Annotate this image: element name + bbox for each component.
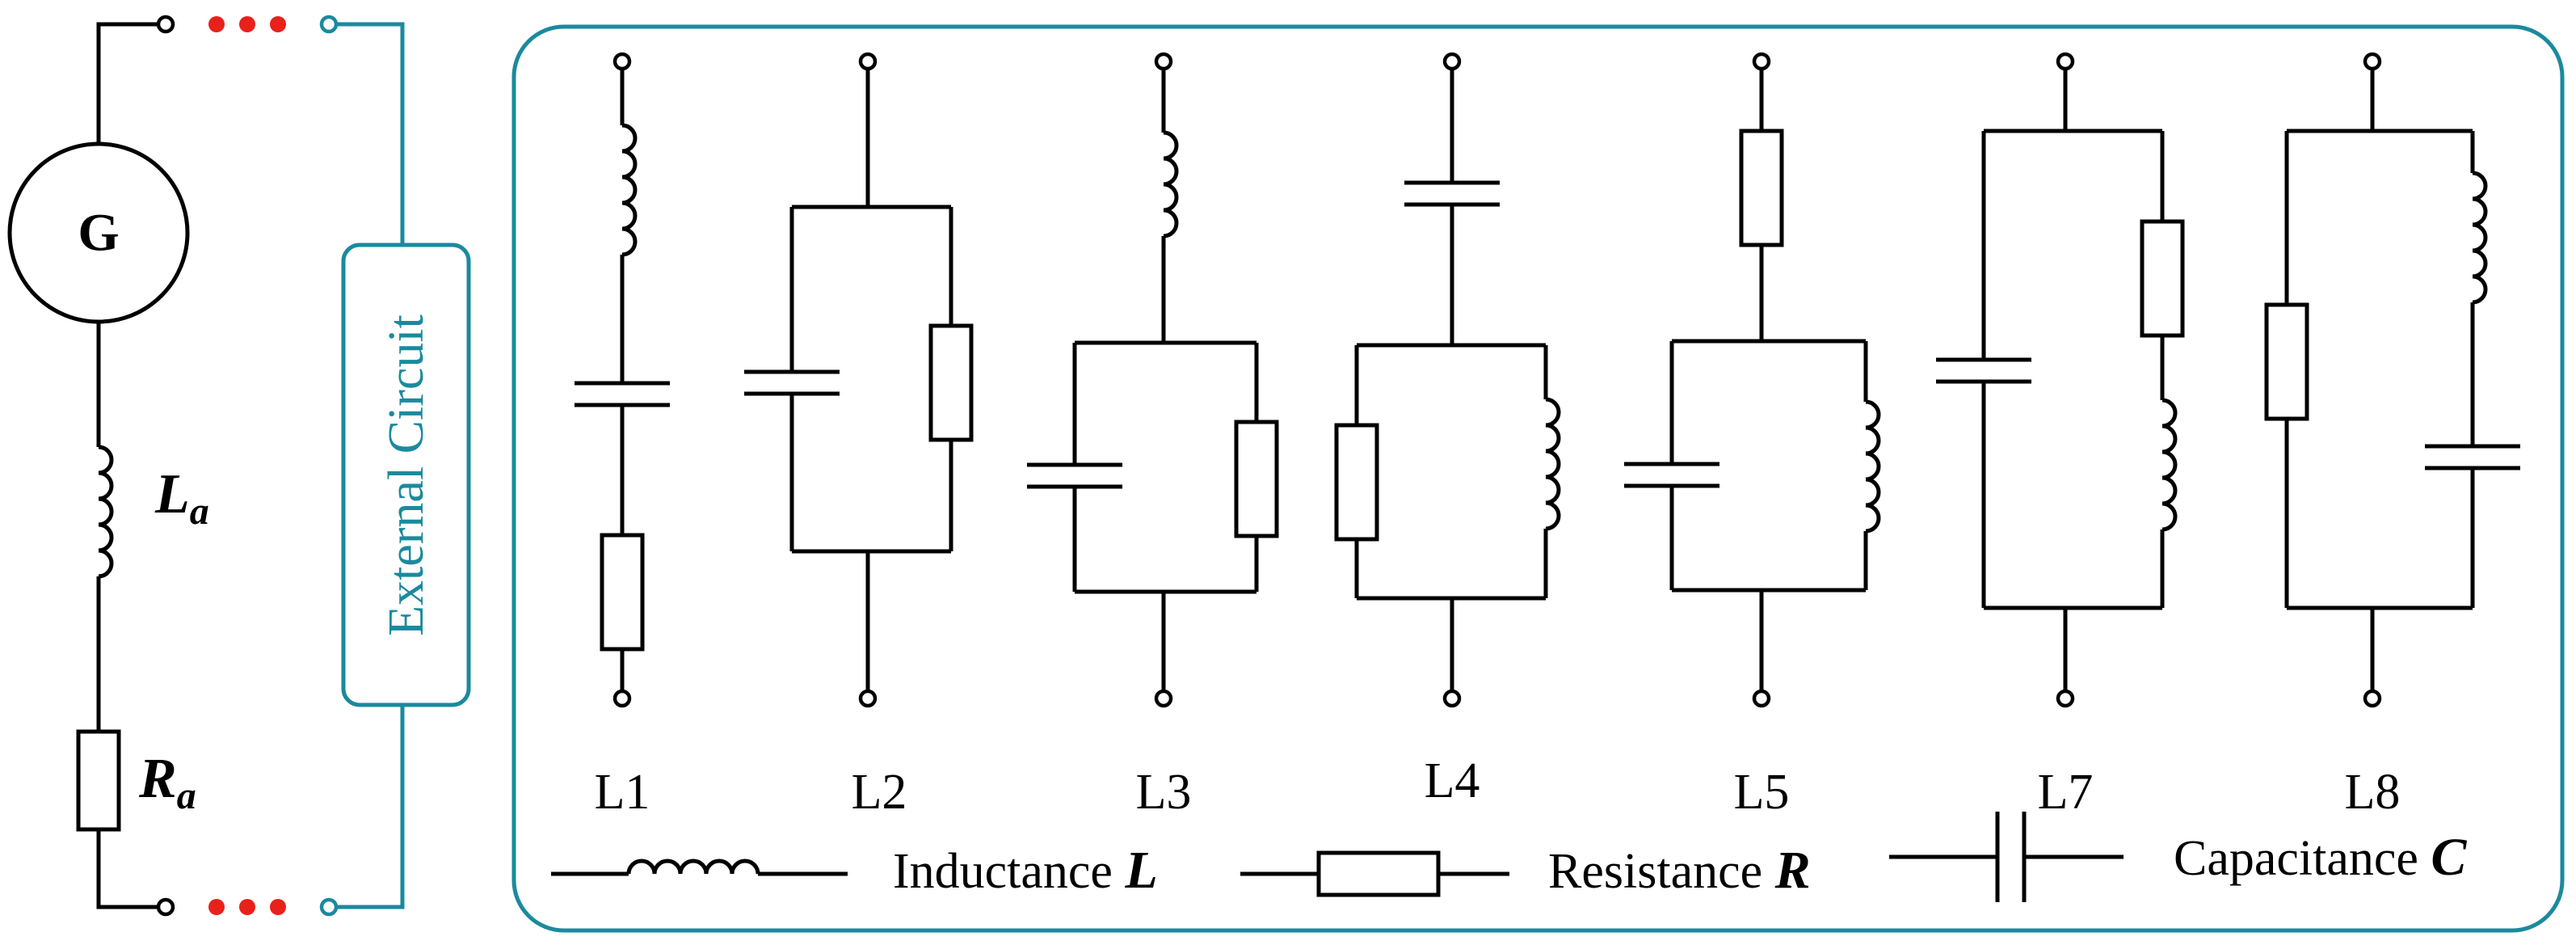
load-l7: [1936, 52, 2185, 708]
inductor: [1545, 397, 1561, 531]
terminal-bottom: [2363, 689, 2382, 708]
terminal-top: [1752, 52, 1771, 71]
generator-branch: G La Ra: [7, 15, 209, 917]
inductor: [2161, 398, 2178, 532]
generator-label: G: [78, 204, 119, 263]
external-circuit-label: External Circuit: [379, 314, 434, 636]
external-circuit-box: [341, 243, 471, 707]
load-label: L3: [1136, 765, 1192, 820]
terminal-bottom: [1154, 689, 1173, 708]
load-label: L5: [1734, 765, 1790, 820]
terminal-bottom: [612, 689, 632, 708]
legend-capacitor-symbol: [1889, 812, 2124, 902]
load-l5: [1624, 52, 1881, 708]
inductor: [1865, 399, 1881, 534]
resistor: [1739, 129, 1784, 247]
terminal-bottom: [858, 689, 878, 708]
legend: Inductance L Resistance R Capacitance C: [551, 812, 2467, 902]
load-l8: [2264, 52, 2520, 708]
external-circuit: External Circuit: [319, 15, 471, 917]
armature-resistor: [76, 729, 121, 832]
legend-resistance-label: Resistance R: [1548, 841, 1811, 900]
load-panel: [511, 24, 2565, 933]
inductor: [2472, 171, 2488, 305]
legend-resistor-symbol: [1240, 850, 1509, 897]
armature-resistance-label: Ra: [138, 748, 196, 817]
inductor: [621, 123, 638, 257]
load-l4: [1334, 52, 1561, 708]
terminal-top: [612, 52, 632, 71]
external-terminal-top: [319, 15, 339, 34]
load-labels: L1 L2 L3 L4 L5 L7 L8: [595, 753, 2401, 820]
continuation-dots-top: [208, 16, 286, 32]
terminal-top: [858, 52, 878, 71]
terminal-top: [2056, 52, 2075, 71]
armature-inductor: [98, 445, 114, 579]
load-label: L8: [2345, 765, 2401, 820]
load-l2: [744, 52, 974, 708]
load-label: L2: [852, 765, 907, 820]
armature-inductance-label: La: [154, 463, 209, 533]
inductor: [1163, 130, 1179, 238]
legend-inductor-symbol: [551, 859, 848, 876]
resistor: [2264, 302, 2309, 421]
legend-capacitance-label: Capacitance C: [2174, 828, 2467, 887]
load-l1: [575, 52, 670, 708]
load-label: L4: [1425, 753, 1480, 808]
generator-terminal-bottom: [156, 897, 175, 917]
load-label: L7: [2038, 765, 2094, 820]
terminal-top: [1154, 52, 1173, 71]
resistor: [1334, 423, 1379, 542]
load-l3: [1027, 52, 1279, 708]
terminal-bottom: [1442, 689, 1462, 708]
resistor: [2140, 219, 2185, 338]
resistor: [600, 533, 645, 652]
resistor: [928, 323, 974, 442]
terminal-top: [2363, 52, 2382, 71]
terminal-bottom: [2056, 689, 2075, 708]
terminal-top: [1442, 52, 1462, 71]
load-label: L1: [595, 765, 650, 820]
generator-terminal-top: [156, 15, 175, 34]
external-terminal-bottom: [319, 897, 339, 917]
continuation-dots-bottom: [208, 899, 286, 915]
legend-inductance-label: Inductance L: [893, 841, 1158, 900]
resistor: [1234, 420, 1279, 538]
terminal-bottom: [1752, 689, 1771, 708]
